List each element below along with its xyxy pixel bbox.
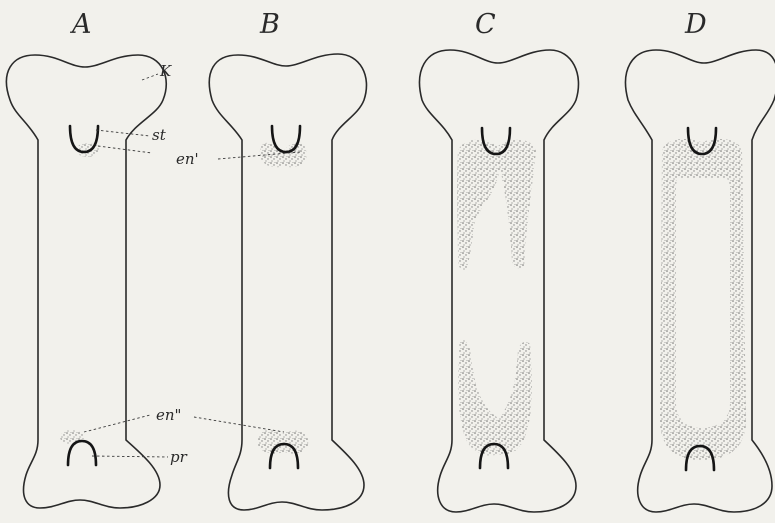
annotation-leaders <box>84 74 300 457</box>
panel-label-d: D <box>684 9 707 40</box>
label-st: st <box>152 126 167 144</box>
stipple-lower-c <box>458 339 532 455</box>
lower-cartilage-mark-a <box>68 441 96 465</box>
stipple-ring-d <box>660 139 746 460</box>
leader-k <box>142 74 158 80</box>
panel-label-a: A <box>69 9 92 40</box>
leader-pr <box>92 456 168 457</box>
stipple-upper-c <box>457 140 536 270</box>
panel-c <box>420 50 579 512</box>
leader-en2-a <box>84 415 150 432</box>
label-en-prime: en' <box>176 150 199 168</box>
panel-label-c: C <box>475 9 496 40</box>
panel-b <box>209 54 366 510</box>
stipple-en2-b <box>258 430 308 453</box>
leader-en2-b <box>194 417 284 432</box>
panel-d <box>626 50 775 512</box>
panel-label-b: B <box>259 9 280 40</box>
stipple-en1-b <box>260 143 307 167</box>
label-k: K <box>159 62 172 80</box>
leader-en1-a <box>98 146 152 153</box>
leader-st <box>96 130 150 136</box>
label-en-double-prime: en" <box>156 406 181 424</box>
panel-a <box>6 55 166 508</box>
bone-outline-a <box>6 55 166 508</box>
label-pr: pr <box>170 448 188 466</box>
